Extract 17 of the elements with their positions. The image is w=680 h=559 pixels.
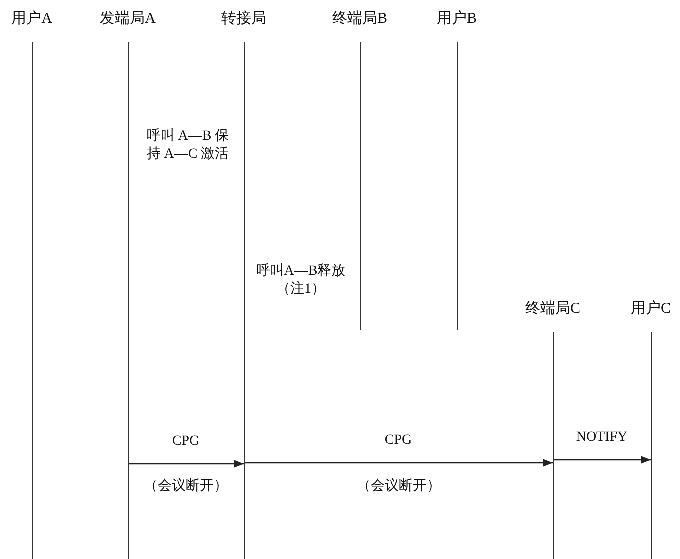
note-text: 呼叫A—B释放（注1） (255, 262, 347, 298)
participant-name: 发端局A (100, 10, 156, 29)
arrow (244, 459, 553, 467)
message-note: （会议断开） (143, 477, 229, 495)
message-label: CPG (384, 433, 414, 449)
participant-name: 用户A (12, 10, 52, 29)
note-text: 呼叫 A—B 保持 A—C 激活 (146, 128, 230, 164)
message-label: NOTIFY (575, 430, 629, 446)
message-note: （会议断开） (356, 477, 442, 495)
message-label: CPG (171, 434, 201, 450)
participant-name: 用户C (630, 300, 671, 319)
arrow (128, 460, 244, 468)
arrow (553, 456, 651, 464)
participant-name: 终端局C (525, 300, 580, 319)
participant-name: 转接局 (222, 10, 266, 29)
participant-name: 用户B (436, 10, 477, 29)
participant-name: 终端局B (332, 10, 388, 29)
